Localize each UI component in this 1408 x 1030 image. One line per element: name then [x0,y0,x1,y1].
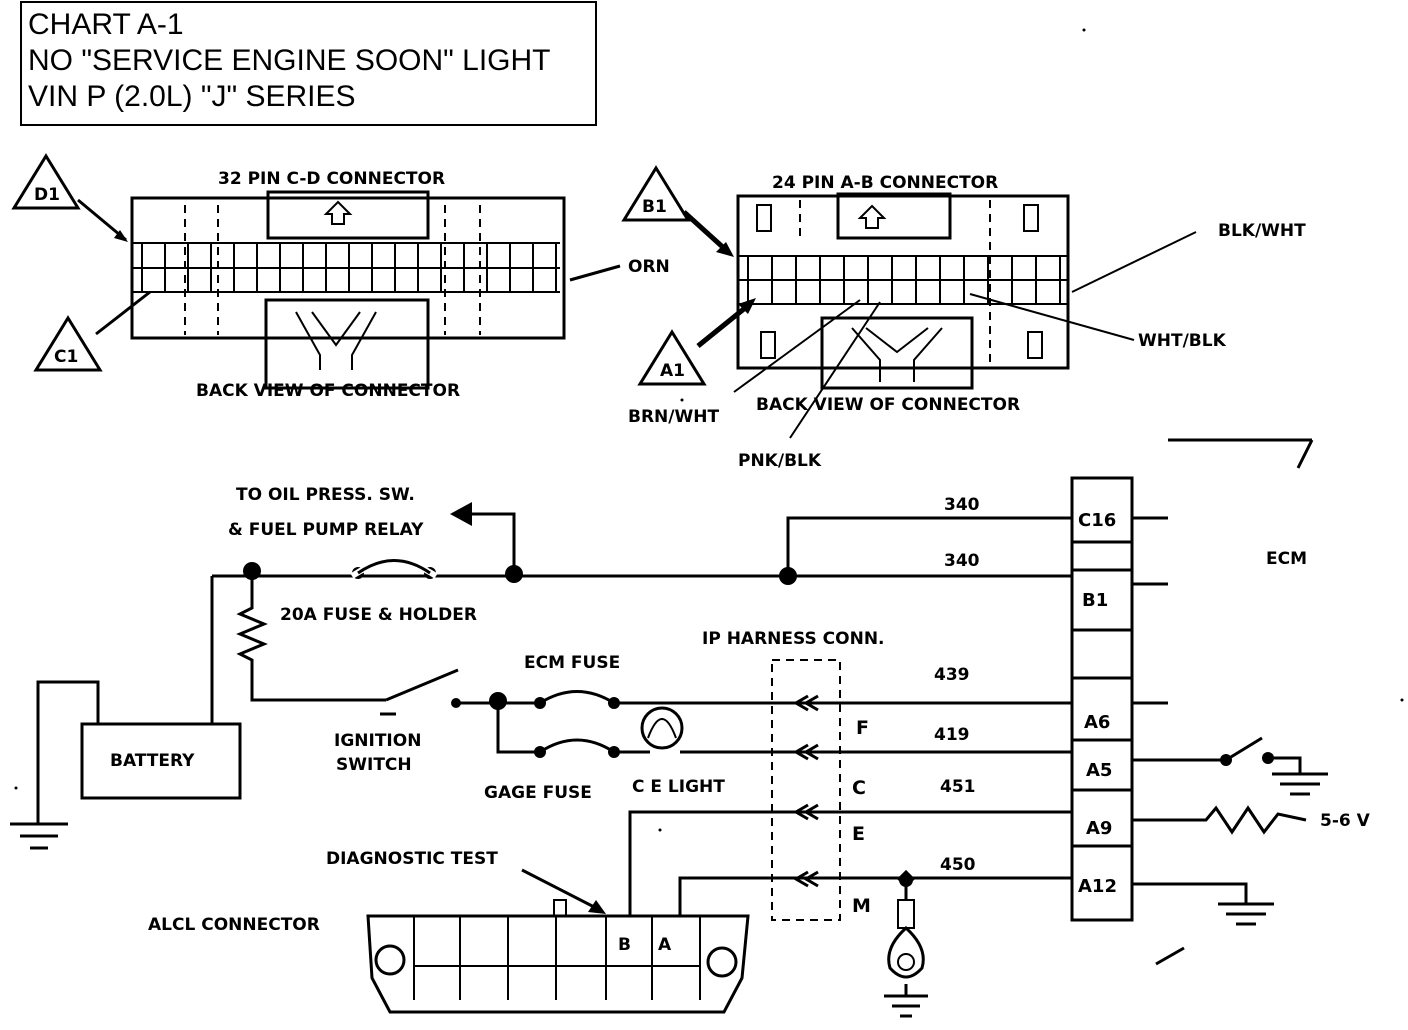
marker-d1-label: D1 [34,185,60,205]
wire-451 [628,810,1072,916]
ecm-outline [1296,439,1314,469]
connector-cd-caption: BACK VIEW OF CONNECTOR [196,381,460,401]
mount-hole-left [374,944,406,976]
ip-harness-label: IP HARNESS CONN. [702,629,885,649]
oil-press-label-1: TO OIL PRESS. SW. [236,485,415,505]
mount-hole-right [706,946,738,978]
title-line-3: VIN P (2.0L) "J" SERIES [28,80,356,113]
fuse-main [357,559,431,575]
wire-label-wht-blk: WHT/BLK [1138,331,1227,351]
voltage-label: 5-6 V [1320,811,1371,831]
marker-c1-label: C1 [54,347,78,367]
fuse-20a-label: 20A FUSE & HOLDER [280,605,477,625]
circuit-450: 450 [940,855,976,875]
fuse-ecm [539,690,615,705]
connector-ab-pin-grid [747,256,1061,304]
up-arrow-icon [323,200,353,225]
ecm-pin-a12: A12 [1078,876,1117,897]
alcl-label: ALCL CONNECTOR [148,915,320,935]
wire-label-blk-wht: BLK/WHT [1218,221,1306,241]
ce-light-icon [640,706,684,750]
marker-a1-label: A1 [660,361,685,381]
fuse-holder-20a [236,576,386,702]
title-frame [20,1,597,126]
alcl-pin-b: B [618,935,631,955]
harness-letter-m: M [852,895,871,917]
marker-a1 [637,329,707,386]
ignition-switch[interactable] [385,668,459,702]
connector-ab-title: 24 PIN A-B CONNECTOR [772,173,998,193]
connector-cd-pin-grid [141,243,557,292]
harness-letter-e: E [852,823,865,845]
connector-ab-body [736,194,1070,370]
ecm-label: ECM [1266,549,1307,569]
internal-switch [1225,736,1263,762]
arrow-icon [588,900,606,914]
fuse-gage [539,738,615,754]
marker-d1 [11,153,81,210]
alcl-pin-a: A [658,935,672,955]
alcl-connector: B A [366,899,750,1014]
pullup-resistor [1132,805,1307,835]
connector-cd-title: 32 PIN C-D CONNECTOR [218,169,445,189]
circuit-439: 439 [934,665,970,685]
circuit-340-lower: 340 [944,551,980,571]
wire-450 [678,876,1072,916]
ecm-pin-a5: A5 [1086,760,1112,781]
harness-letter-f: F [856,717,869,739]
marker-c1 [33,315,103,372]
wire-label-pnk-blk: PNK/BLK [738,451,822,471]
ecm-fuse-label: ECM FUSE [524,653,620,673]
ecm-connector: C16 B1 A6 A5 A9 A12 [1070,476,1134,922]
marker-b1 [621,165,691,222]
ground-stud [897,899,915,929]
up-arrow-icon [857,204,887,229]
ecm-pin-b1: B1 [1082,590,1108,611]
title-line-2: NO "SERVICE ENGINE SOON" LIGHT [28,44,551,77]
connector-cd-latch [266,190,430,240]
connector-ab: 24 PIN A-B CONNECTOR BACK VIEW OF CONNEC… [621,165,1306,471]
ignition-label-2: SWITCH [336,755,412,775]
oil-press-label-2: & FUEL PUMP RELAY [228,520,424,540]
title-block: CHART A-1 NO "SERVICE ENGINE SOON" LIGHT… [20,1,597,126]
arrow-left-icon [450,502,472,526]
harness-chevrons [793,694,819,888]
connector-ab-latch [836,192,952,240]
wire-label-brn-wht: BRN/WHT [628,407,719,427]
circuit-451: 451 [940,777,976,797]
diag-test-label: DIAGNOSTIC TEST [326,849,498,869]
marker-b1-label: B1 [642,197,667,217]
connector-cd-lock [264,298,430,390]
connector-cd: 32 PIN C-D CONNECTOR BACK VIEW OF CONNEC… [11,153,670,401]
wire-340-c16 [786,516,1072,576]
battery [80,722,242,800]
wire-label-orn: ORN [628,257,670,277]
connector-ab-lock [820,316,974,390]
gage-fuse-label: GAGE FUSE [484,783,592,803]
connector-ab-caption: BACK VIEW OF CONNECTOR [756,395,1020,415]
title-line-1: CHART A-1 [28,8,184,41]
ce-light-label: C E LIGHT [632,777,725,797]
ecm-pin-a9: A9 [1086,818,1112,839]
circuit-340-upper: 340 [944,495,980,515]
ecm-pin-a6: A6 [1084,712,1110,733]
circuit-419: 419 [934,725,970,745]
ecm-pin-c16: C16 [1078,510,1116,531]
ignition-label-1: IGNITION [334,731,421,751]
battery-label: BATTERY [110,751,195,771]
ip-harness-connector [771,659,841,921]
schematic: TO OIL PRESS. SW. & FUEL PUMP RELAY 340 … [10,438,1371,1018]
harness-letter-c: C [852,777,866,799]
